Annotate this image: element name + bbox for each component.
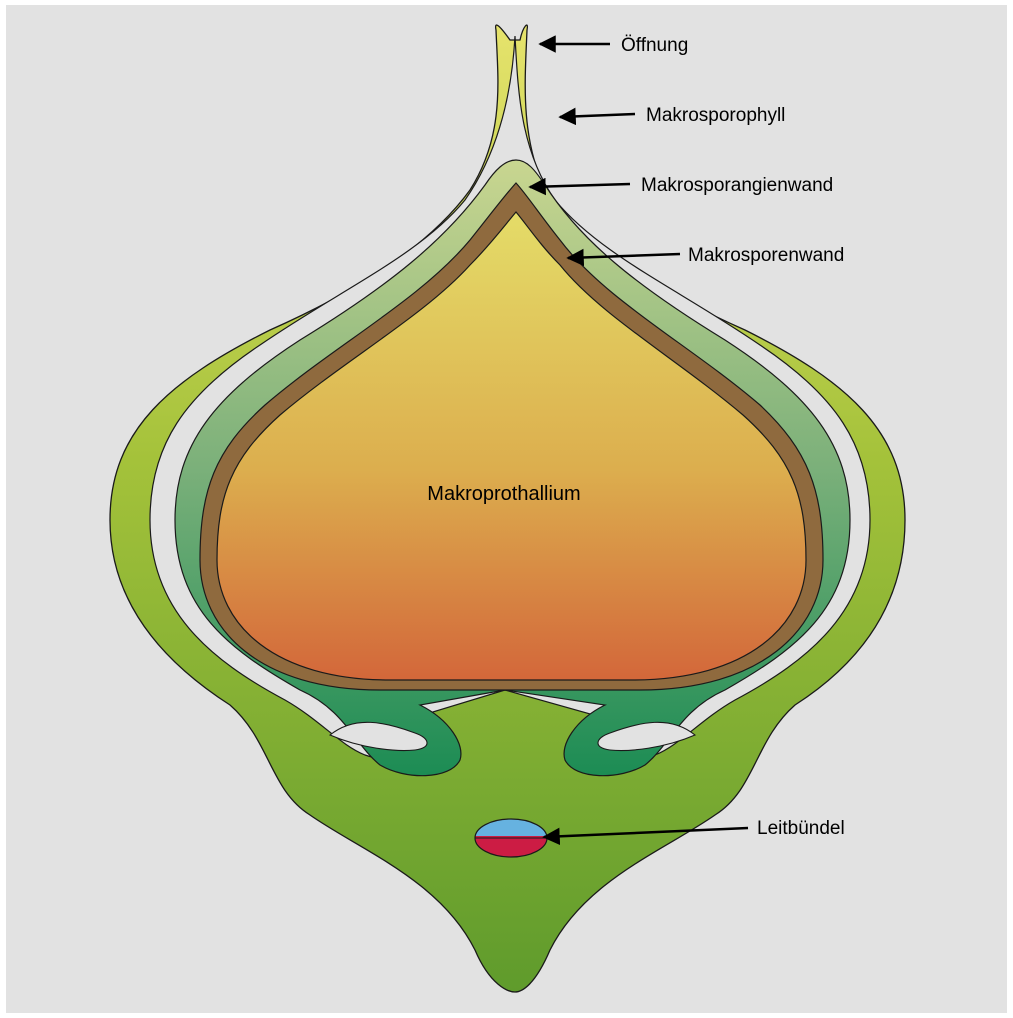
label-vascular-bundle: Leitbündel	[757, 818, 845, 839]
label-megasporophyll: Makrosporophyll	[646, 105, 785, 126]
label-megasporangium-wall: Makrosporangienwand	[641, 175, 833, 196]
label-megaprothallium: Makroprothallium	[427, 483, 580, 505]
label-megaspore-wall: Makrosporenwand	[688, 245, 844, 266]
label-opening: Öffnung	[621, 35, 688, 56]
vascular-bundle	[475, 819, 547, 857]
